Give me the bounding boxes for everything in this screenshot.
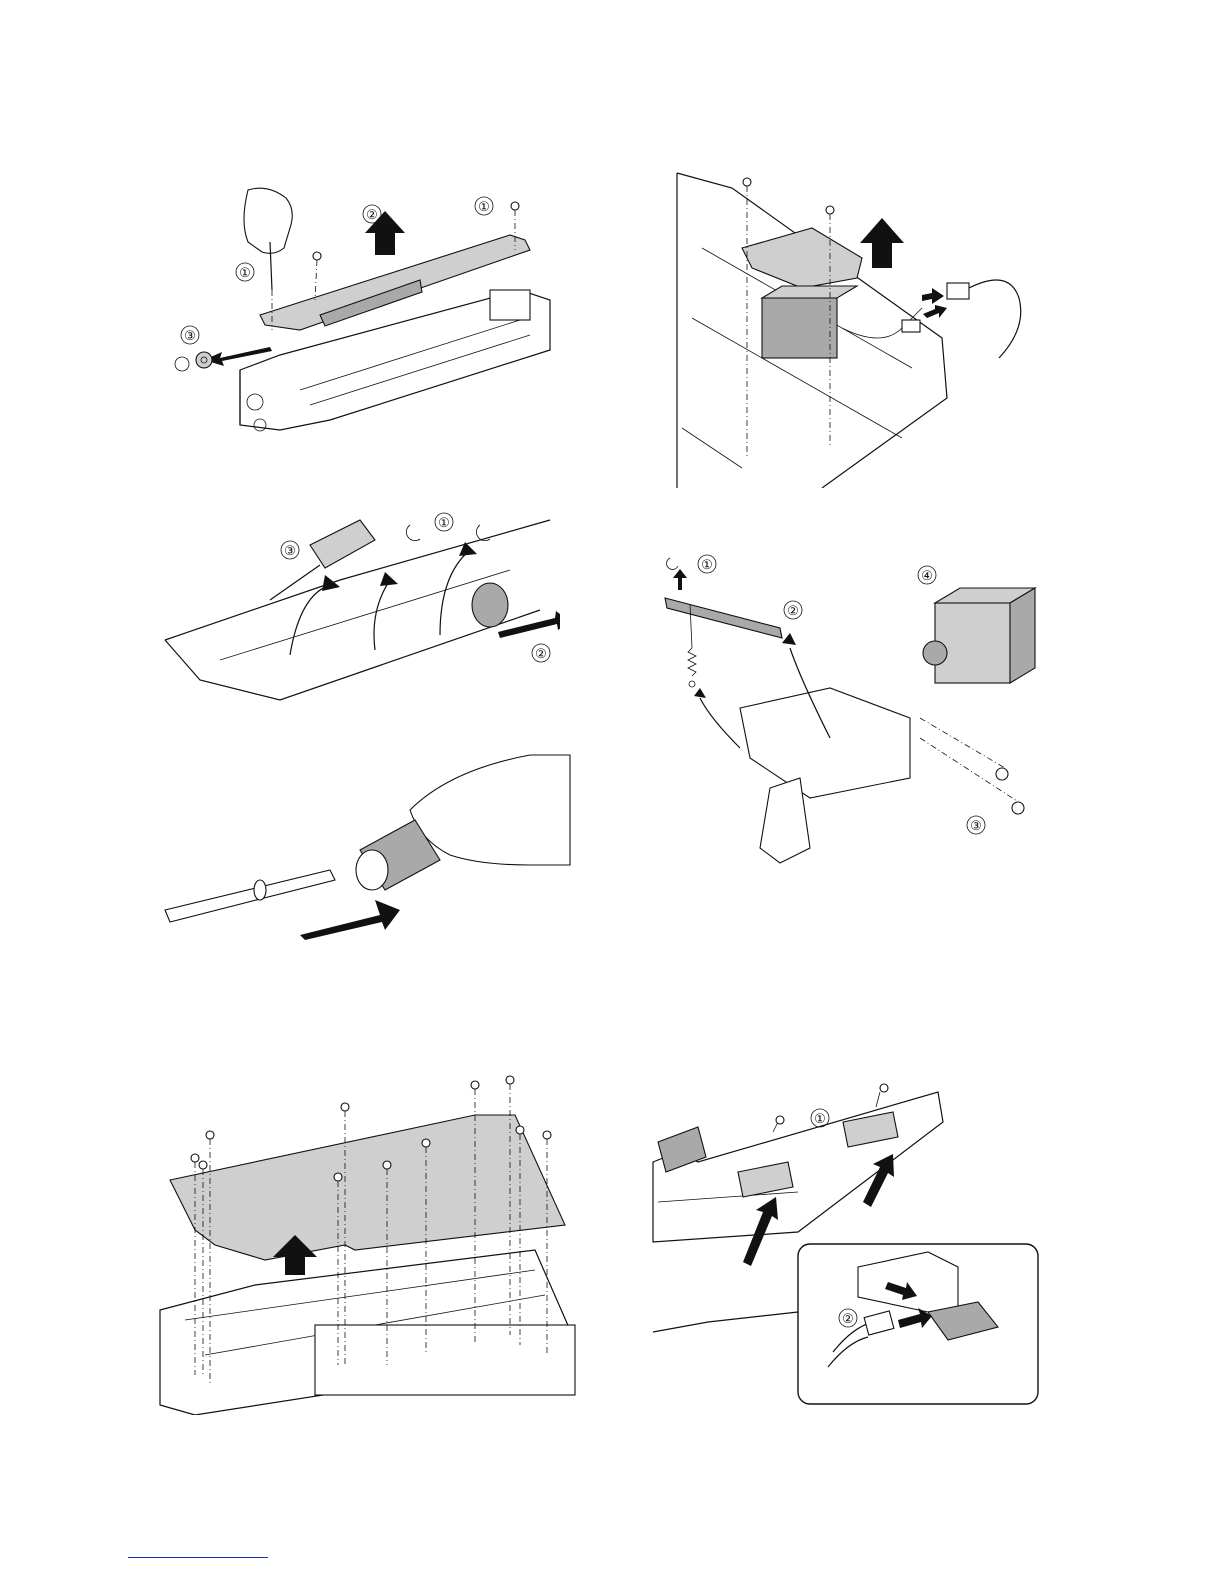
figure-roller-disassembly: ③ ① ② [160, 510, 560, 710]
illustration: ① ② ④ ③ [660, 548, 1040, 868]
illustration [155, 1075, 585, 1415]
callout-2: ② [842, 1311, 854, 1326]
illustration: ③ ① ② [160, 510, 560, 710]
callout-1-left: ① [239, 265, 251, 280]
callout-3: ③ [284, 543, 296, 558]
figure-solenoid-exploded: ① ② ④ ③ [660, 548, 1040, 868]
callout-1: ① [701, 557, 713, 572]
callout-3: ③ [970, 818, 982, 833]
figure-sensor-removal: ① ② [648, 1082, 1043, 1407]
callout-2: ② [535, 646, 547, 661]
figure-roller-unit-removal: ② ① ① ③ [160, 180, 560, 450]
illustration [160, 750, 580, 940]
figure-roller-replacement [160, 750, 580, 940]
callout-4: ④ [921, 568, 933, 583]
callout-1: ① [438, 515, 450, 530]
callout-3: ③ [184, 328, 196, 343]
illustration [672, 168, 1052, 488]
callout-2: ② [787, 603, 799, 618]
callout-1: ① [814, 1111, 826, 1126]
footer-rule [128, 1557, 268, 1558]
figure-solenoid-bracket-removal [672, 168, 1052, 488]
figure-top-cover-removal [155, 1075, 585, 1415]
callout-1-right: ① [478, 199, 490, 214]
callout-2: ② [366, 207, 378, 222]
illustration: ② ① ① ③ [160, 180, 560, 450]
illustration: ① ② [648, 1082, 1043, 1407]
